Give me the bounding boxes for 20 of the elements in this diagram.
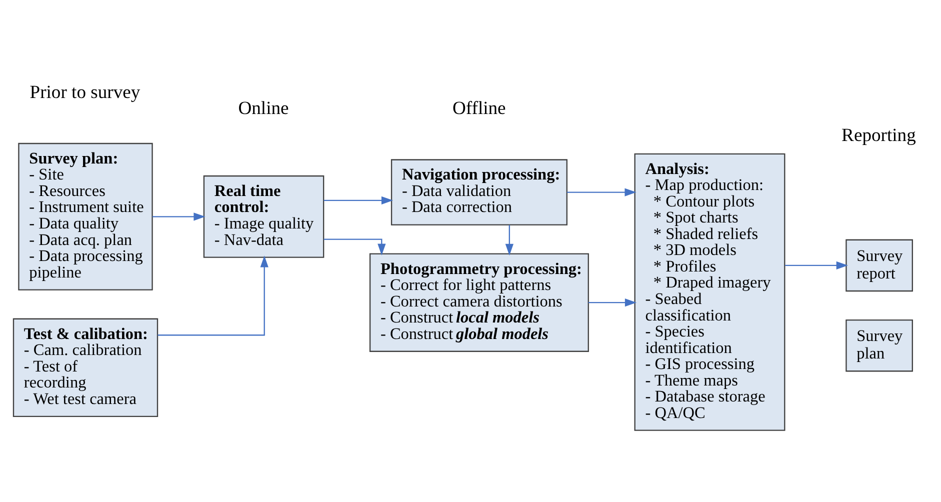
arrow <box>324 238 386 255</box>
label: Prior to survey <box>30 81 140 102</box>
arrow <box>505 224 514 256</box>
node-box: Survey plan: - Site - Resources - Instrument suite - Data quality - Data acq. plan - Data processing pipeline <box>18 142 153 290</box>
node-box: Real time control: - Image quality - Nav-data <box>203 174 324 258</box>
node-box: Survey plan <box>846 318 913 372</box>
arrow <box>567 188 636 196</box>
arrow <box>158 255 268 336</box>
node-box: Navigation processing: - Data validation - Data correction <box>390 158 568 225</box>
arrow <box>324 196 394 204</box>
label: Offline <box>452 98 506 119</box>
node-box: Photogrammetry processing: - Correct for light patterns - Correct camera distortions - Construct local models - Construct global models <box>369 252 589 352</box>
node-box: Test & calibation: - Cam. calibration - Test of recording - Wet test camera <box>12 318 158 416</box>
arrow <box>588 298 637 306</box>
label: Online <box>238 98 289 119</box>
node-box: Survey report <box>846 238 913 292</box>
arrow <box>785 260 848 269</box>
label: Reporting <box>842 124 916 146</box>
arrow <box>152 212 206 220</box>
node-box: Analysis: - Map production: * Contour plots * Spot charts * Shaded reliefs * 3D models * Profiles * Draped imagery - Seabed classification - Species identification - GIS processing - Theme maps - Database storage - QA/QC <box>634 152 786 430</box>
